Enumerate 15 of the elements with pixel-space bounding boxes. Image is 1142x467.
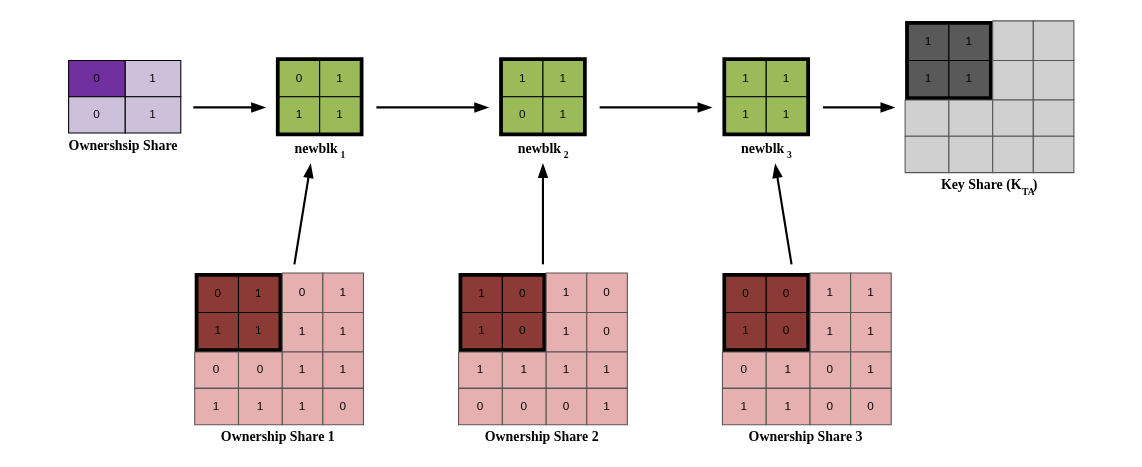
node-label: Ownership Share 2 — [484, 429, 599, 445]
node-label: Ownership Share 1 — [220, 429, 335, 445]
arrow — [599, 102, 713, 113]
node-label: newblk$_{3}$ — [741, 140, 792, 161]
arrow — [822, 102, 896, 113]
arrow — [193, 102, 267, 113]
node-label: Ownershsip Share — [68, 137, 178, 153]
node-label: Key Share (K$_{TA}$) — [940, 177, 1038, 197]
node-label: Ownership Share 3 — [748, 429, 863, 445]
arrow — [537, 163, 549, 265]
node-label: newblk$_{1}$ — [294, 140, 346, 161]
arrow — [376, 102, 490, 113]
arrow — [772, 163, 793, 265]
node-label: newblk$_{2}$ — [517, 140, 569, 161]
arrow — [293, 163, 314, 265]
